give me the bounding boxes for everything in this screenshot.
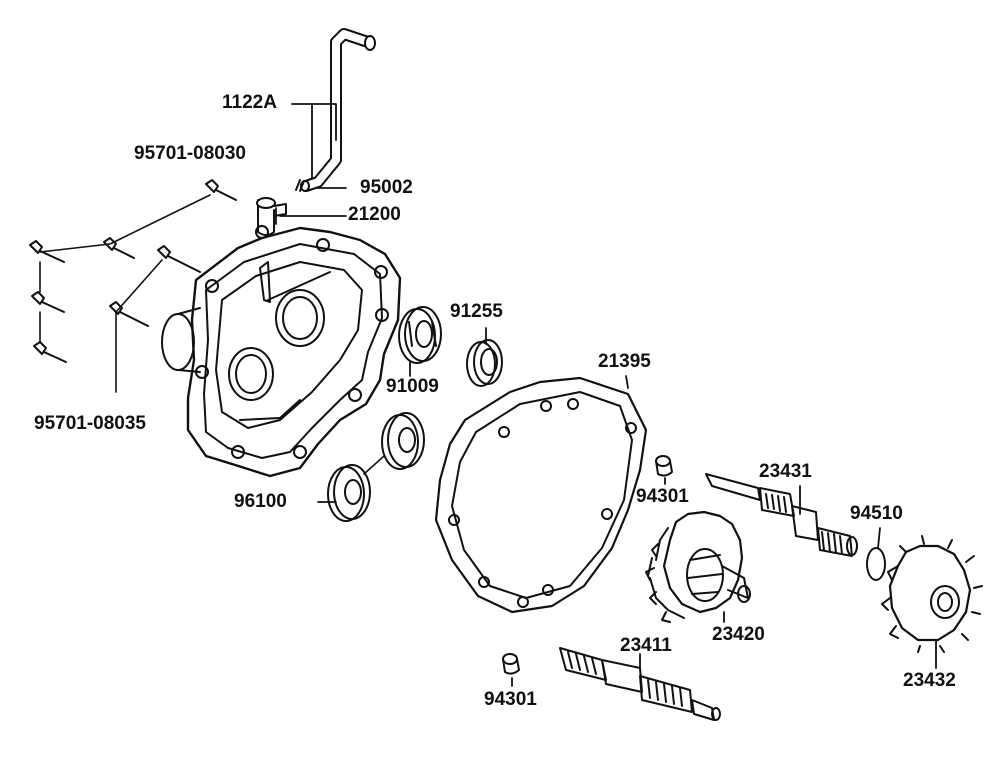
drive-shaft-23411: [559, 647, 721, 721]
dowel-pin-lower: [502, 653, 520, 675]
label-94301-upper: 94301: [636, 486, 689, 507]
hose-clip: [295, 179, 305, 192]
label-96100: 96100: [234, 491, 287, 512]
label-1122a: 1122A: [222, 92, 277, 113]
oil-seal-91255: [466, 339, 503, 387]
label-23432: 23432: [903, 670, 956, 691]
label-95701-08030: 95701-08030: [134, 143, 246, 164]
gear-23420: [645, 510, 751, 623]
label-23411: 23411: [620, 635, 672, 656]
transmission-cover: [161, 225, 402, 478]
bearings-96100: [327, 412, 425, 522]
breather-nipple: [256, 197, 287, 236]
leader-lines: [275, 103, 937, 687]
label-94510: 94510: [850, 503, 903, 524]
label-91255: 91255: [450, 301, 503, 322]
circlip-94510: [866, 547, 886, 581]
label-21395: 21395: [598, 351, 651, 372]
label-21200: 21200: [348, 204, 401, 225]
dowel-pin-upper: [655, 455, 673, 477]
label-95701-08035: 95701-08035: [34, 413, 146, 434]
label-94301-lower: 94301: [484, 689, 537, 710]
gear-23432: [881, 535, 983, 653]
label-23431: 23431: [759, 461, 812, 482]
bearing-91009: [398, 306, 442, 364]
label-23420: 23420: [712, 624, 765, 645]
countershaft-23431: [705, 473, 858, 557]
mounting-bolts: [29, 179, 237, 393]
label-95002: 95002: [360, 177, 413, 198]
gasket-21395: [434, 376, 648, 614]
label-91009: 91009: [386, 376, 439, 397]
